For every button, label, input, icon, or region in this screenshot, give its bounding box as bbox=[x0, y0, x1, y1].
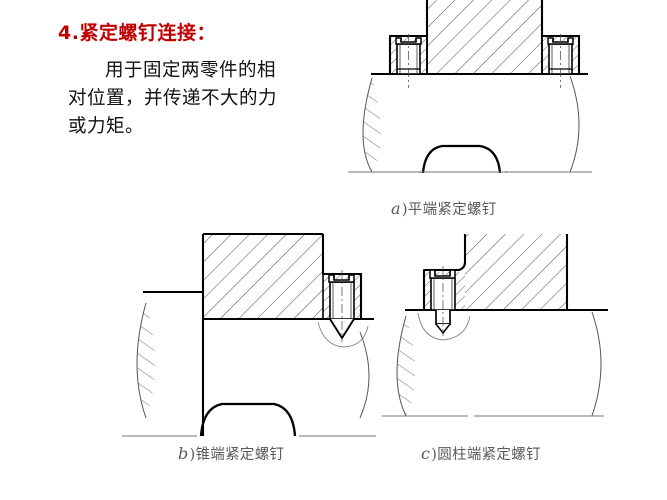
body-paragraph: 用于固定两零件的相对位置，并传递不大的力或力矩。 bbox=[68, 60, 278, 137]
set-screw-cylindrical-point bbox=[429, 266, 456, 336]
caption-a-letter: a bbox=[391, 199, 401, 218]
caption-a-text: )平端紧定螺钉 bbox=[401, 202, 497, 218]
screw-seat-arc bbox=[317, 321, 369, 348]
shaft-keyway-hump bbox=[421, 144, 502, 174]
figure-flat-point-set-screw bbox=[330, 0, 667, 231]
caption-c-text: )圆柱端紧定螺钉 bbox=[431, 447, 541, 463]
hub-section bbox=[203, 234, 323, 319]
shaft-keyway-hump bbox=[199, 402, 297, 437]
caption-figure-b: b)锥端紧定螺钉 bbox=[178, 443, 284, 464]
caption-figure-a: a)平端紧定螺钉 bbox=[391, 198, 497, 219]
set-screw-cone-point bbox=[328, 270, 355, 342]
figure-cone-point-set-screw bbox=[96, 222, 386, 480]
text-block: 4.紧定螺钉连接： 用于固定两零件的相对位置，并传递不大的力或力矩。 bbox=[0, 18, 330, 140]
set-screw-right bbox=[547, 34, 574, 88]
shaft-break-section bbox=[397, 316, 415, 416]
hub-bore-lines bbox=[426, 0, 543, 74]
hub-section bbox=[427, 0, 542, 74]
page-title: 4.紧定螺钉连接： bbox=[58, 22, 216, 44]
shaft-outline bbox=[354, 75, 586, 173]
figure-cylindrical-point-set-screw bbox=[358, 234, 658, 480]
screw-seat-arc bbox=[417, 312, 471, 341]
shaft-break-section bbox=[137, 303, 155, 418]
set-screw-left bbox=[395, 34, 422, 88]
caption-c-letter: c bbox=[421, 444, 431, 463]
shaft-outline bbox=[396, 311, 602, 417]
hub-section bbox=[465, 234, 567, 310]
caption-b-letter: b bbox=[178, 444, 189, 463]
shaft-break-section bbox=[363, 78, 381, 172]
caption-figure-c: c)圆柱端紧定螺钉 bbox=[421, 443, 541, 464]
caption-b-text: )锥端紧定螺钉 bbox=[189, 447, 285, 463]
